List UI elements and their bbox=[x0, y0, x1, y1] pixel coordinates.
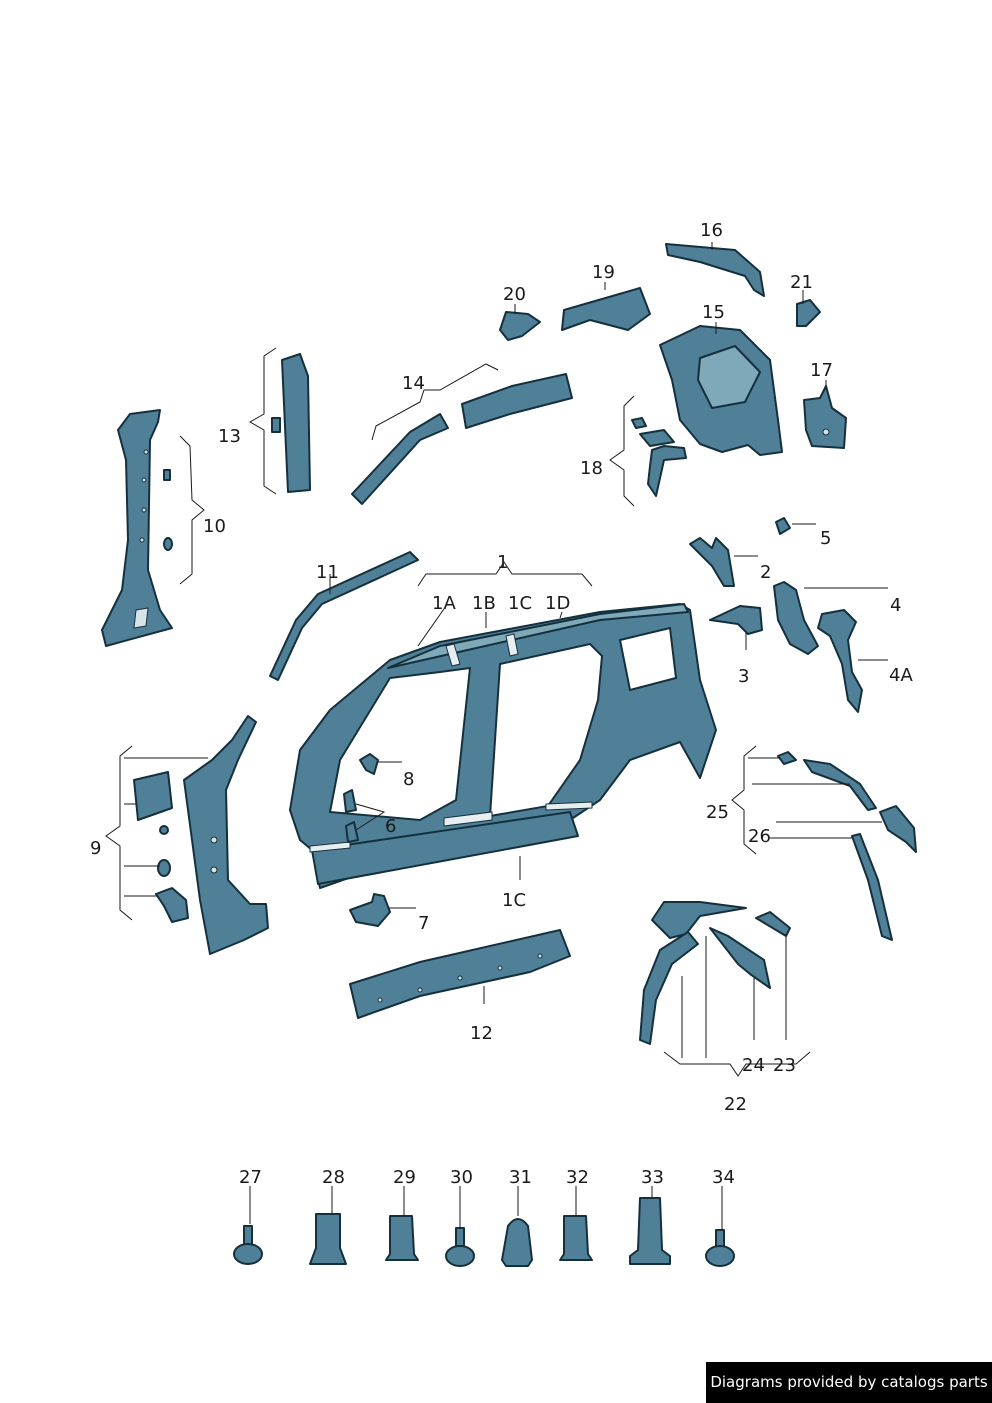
label-3: 3 bbox=[738, 666, 749, 687]
label-27: 27 bbox=[239, 1167, 262, 1188]
fastener-29[interactable] bbox=[385, 1215, 419, 1261]
label-18: 18 bbox=[580, 458, 603, 479]
part-6[interactable] bbox=[343, 789, 359, 843]
label-28: 28 bbox=[322, 1167, 345, 1188]
label-20: 20 bbox=[503, 284, 526, 305]
label-8: 8 bbox=[403, 769, 414, 790]
label-9: 9 bbox=[90, 838, 101, 859]
label-32: 32 bbox=[566, 1167, 589, 1188]
part-18[interactable] bbox=[631, 417, 687, 497]
part-4[interactable] bbox=[773, 581, 819, 655]
label-34: 34 bbox=[712, 1167, 735, 1188]
label-19: 19 bbox=[592, 262, 615, 283]
label-1c-top: 1C bbox=[508, 593, 532, 614]
label-5: 5 bbox=[820, 528, 831, 549]
label-1a: 1A bbox=[432, 593, 456, 614]
part-15[interactable] bbox=[659, 325, 783, 456]
part-14[interactable] bbox=[351, 373, 573, 505]
label-17: 17 bbox=[810, 360, 833, 381]
part-20[interactable] bbox=[499, 311, 541, 341]
label-26: 26 bbox=[748, 826, 771, 847]
part-2[interactable] bbox=[689, 537, 735, 587]
part-25[interactable] bbox=[777, 751, 877, 811]
part-4a[interactable] bbox=[817, 609, 863, 713]
fastener-27[interactable] bbox=[233, 1225, 263, 1265]
fastener-30[interactable] bbox=[445, 1227, 475, 1267]
label-16: 16 bbox=[700, 220, 723, 241]
part-11[interactable] bbox=[269, 551, 419, 681]
part-3[interactable] bbox=[709, 605, 763, 635]
fastener-34[interactable] bbox=[705, 1229, 735, 1267]
part-16[interactable] bbox=[665, 243, 765, 297]
label-2: 2 bbox=[760, 562, 771, 583]
part-10[interactable] bbox=[101, 409, 173, 647]
leader-lines bbox=[105, 242, 888, 1230]
fastener-33[interactable] bbox=[629, 1197, 671, 1265]
part-8[interactable] bbox=[359, 753, 379, 775]
label-10: 10 bbox=[203, 516, 226, 537]
label-7: 7 bbox=[418, 913, 429, 934]
part-17[interactable] bbox=[803, 385, 847, 449]
part-26[interactable] bbox=[851, 805, 917, 941]
label-21: 21 bbox=[790, 272, 813, 293]
label-6: 6 bbox=[385, 816, 396, 837]
fastener-31[interactable] bbox=[501, 1218, 533, 1267]
part-22[interactable] bbox=[639, 901, 791, 1045]
label-31: 31 bbox=[509, 1167, 532, 1188]
footer-credit: Diagrams provided by catalogs parts bbox=[706, 1362, 992, 1403]
label-1b: 1B bbox=[472, 593, 496, 614]
fastener-28[interactable] bbox=[309, 1213, 347, 1265]
label-22: 22 bbox=[724, 1094, 747, 1115]
part-1-side-panel[interactable] bbox=[289, 603, 717, 889]
label-25: 25 bbox=[706, 802, 729, 823]
part-9[interactable] bbox=[133, 715, 269, 955]
label-30: 30 bbox=[450, 1167, 473, 1188]
part-19[interactable] bbox=[561, 287, 651, 331]
part-21[interactable] bbox=[796, 299, 821, 327]
label-1: 1 bbox=[497, 552, 508, 573]
label-33: 33 bbox=[641, 1167, 664, 1188]
label-4a: 4A bbox=[889, 665, 913, 686]
label-23: 23 bbox=[773, 1055, 796, 1076]
label-12: 12 bbox=[470, 1023, 493, 1044]
label-29: 29 bbox=[393, 1167, 416, 1188]
label-24: 24 bbox=[742, 1055, 765, 1076]
label-15: 15 bbox=[702, 302, 725, 323]
label-4: 4 bbox=[890, 595, 901, 616]
part-13[interactable] bbox=[271, 353, 311, 493]
fastener-32[interactable] bbox=[559, 1215, 593, 1261]
label-1c-bottom: 1C bbox=[502, 890, 526, 911]
label-13: 13 bbox=[218, 426, 241, 447]
label-11: 11 bbox=[316, 562, 339, 583]
label-1d: 1D bbox=[545, 593, 570, 614]
part-5[interactable] bbox=[775, 517, 791, 535]
part-7[interactable] bbox=[349, 893, 391, 927]
label-14: 14 bbox=[402, 373, 425, 394]
part-12[interactable] bbox=[349, 929, 571, 1019]
